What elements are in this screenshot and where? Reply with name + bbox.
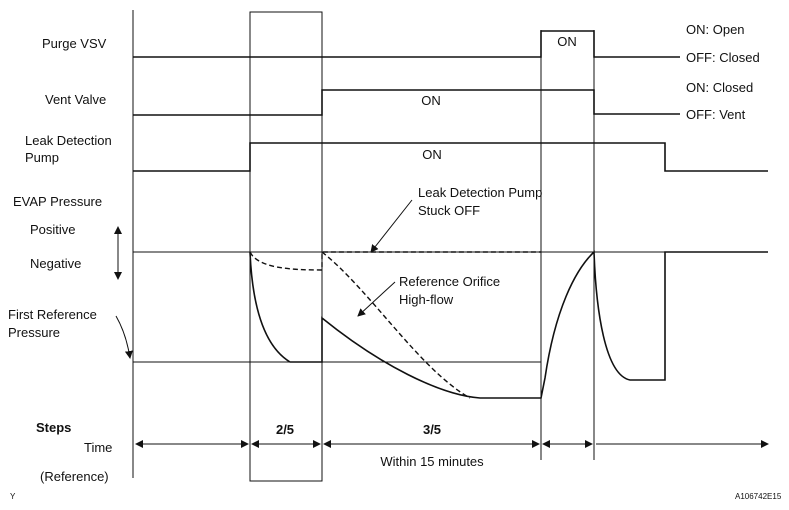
purge-vsv-label: Purge VSV	[42, 36, 107, 51]
orifice-leader	[357, 281, 396, 317]
negative-label: Negative	[30, 256, 82, 271]
step-2-5-label: 2/5	[275, 422, 295, 437]
first-reference-label-2: Pressure	[8, 325, 61, 340]
reference-label: (Reference)	[40, 469, 109, 484]
leak-pump-label-1: Leak Detection	[25, 133, 112, 148]
corner-left-mark: Y	[10, 492, 16, 501]
step-2-5-box	[249, 11, 323, 482]
stuck-off-annotation-2: Stuck OFF	[418, 203, 481, 218]
steps-label: Steps	[36, 420, 72, 435]
orifice-annotation-2: High-flow	[399, 292, 454, 307]
step-3-5-label: 3/5	[422, 422, 442, 437]
leak-pump-signal	[133, 142, 768, 172]
time-label: Time	[84, 440, 113, 455]
stuck-off-annotation-1: Leak Detection Pump	[418, 185, 543, 200]
leak-pump-label-2: Pump	[25, 150, 59, 165]
positive-label: Positive	[30, 222, 76, 237]
purge-on-pulse-label: ON	[557, 34, 577, 49]
evap-pressure-curve	[249, 250, 768, 399]
vent-valve-label: Vent Valve	[45, 92, 107, 107]
orifice-annotation-1: Reference Orifice	[399, 274, 501, 289]
vent-off-state: OFF: Vent	[686, 107, 746, 122]
stuck-off-dashed	[249, 251, 541, 271]
purge-on-state: ON: Open	[686, 22, 745, 37]
vent-on-pulse-label: ON	[421, 93, 441, 108]
vent-on-state: ON: Closed	[686, 80, 754, 95]
pump-on-pulse-label: ON	[422, 147, 442, 162]
vent-valve-signal	[133, 89, 680, 116]
step-dividers	[132, 10, 595, 482]
stuck-off-leader	[370, 199, 413, 253]
first-reference-label-1: First Reference	[8, 307, 97, 322]
figure-id: A106742E15	[735, 492, 782, 501]
evap-pressure-label: EVAP Pressure	[13, 194, 103, 209]
purge-vsv-signal	[133, 30, 680, 58]
purge-off-state: OFF: Closed	[686, 50, 760, 65]
first-ref-leader	[115, 315, 133, 359]
orifice-dashed	[321, 251, 471, 399]
duration-label: Within 15 minutes	[380, 454, 484, 469]
